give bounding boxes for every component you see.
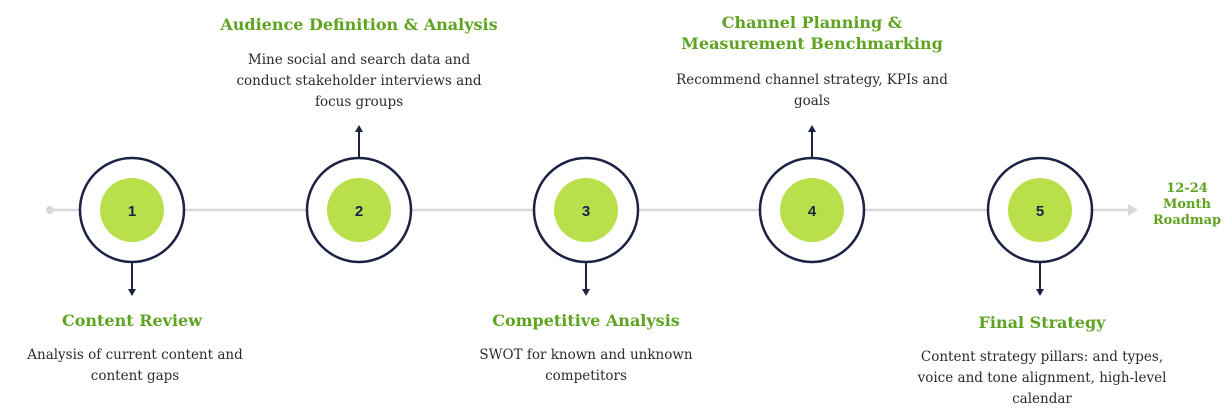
step-number-2: 2 xyxy=(355,203,363,220)
step-description-4: Recommend channel strategy, KPIs and goa… xyxy=(676,72,948,109)
step-title-4: Channel Planning & Measurement Benchmark… xyxy=(681,13,943,53)
step-arrow-4 xyxy=(808,125,816,132)
step-node-1: 1 xyxy=(78,156,186,296)
step-description-2: Mine social and search data and conduct … xyxy=(236,52,482,110)
step-number-4: 4 xyxy=(808,203,817,220)
step-description-3: SWOT for known and unknown competitors xyxy=(479,347,693,384)
step-title-3: Competitive Analysis xyxy=(492,311,680,330)
step-description-5: Content strategy pillars: and types, voi… xyxy=(917,349,1167,407)
step-title-1: Content Review xyxy=(61,311,202,330)
roadmap-end-label: 12-24 Month Roadmap xyxy=(1152,181,1222,228)
step-arrow-1 xyxy=(128,289,136,296)
step-number-1: 1 xyxy=(128,203,136,220)
step-arrow-3 xyxy=(582,289,590,296)
timeline-start-dot xyxy=(46,206,54,214)
step-title-5: Final Strategy xyxy=(978,313,1106,332)
step-number-5: 5 xyxy=(1036,203,1044,220)
step-arrow-2 xyxy=(355,125,363,132)
step-arrow-5 xyxy=(1036,289,1044,296)
step-node-5: 5 xyxy=(986,156,1094,296)
step-node-3: 3 xyxy=(532,156,640,296)
step-number-3: 3 xyxy=(582,203,590,220)
timeline-arrowhead xyxy=(1128,204,1138,216)
step-title-2: Audience Definition & Analysis xyxy=(220,15,498,34)
step-node-4: 4 xyxy=(758,125,866,264)
step-node-2: 2 xyxy=(305,125,413,264)
step-description-1: Analysis of current content and content … xyxy=(27,347,243,384)
